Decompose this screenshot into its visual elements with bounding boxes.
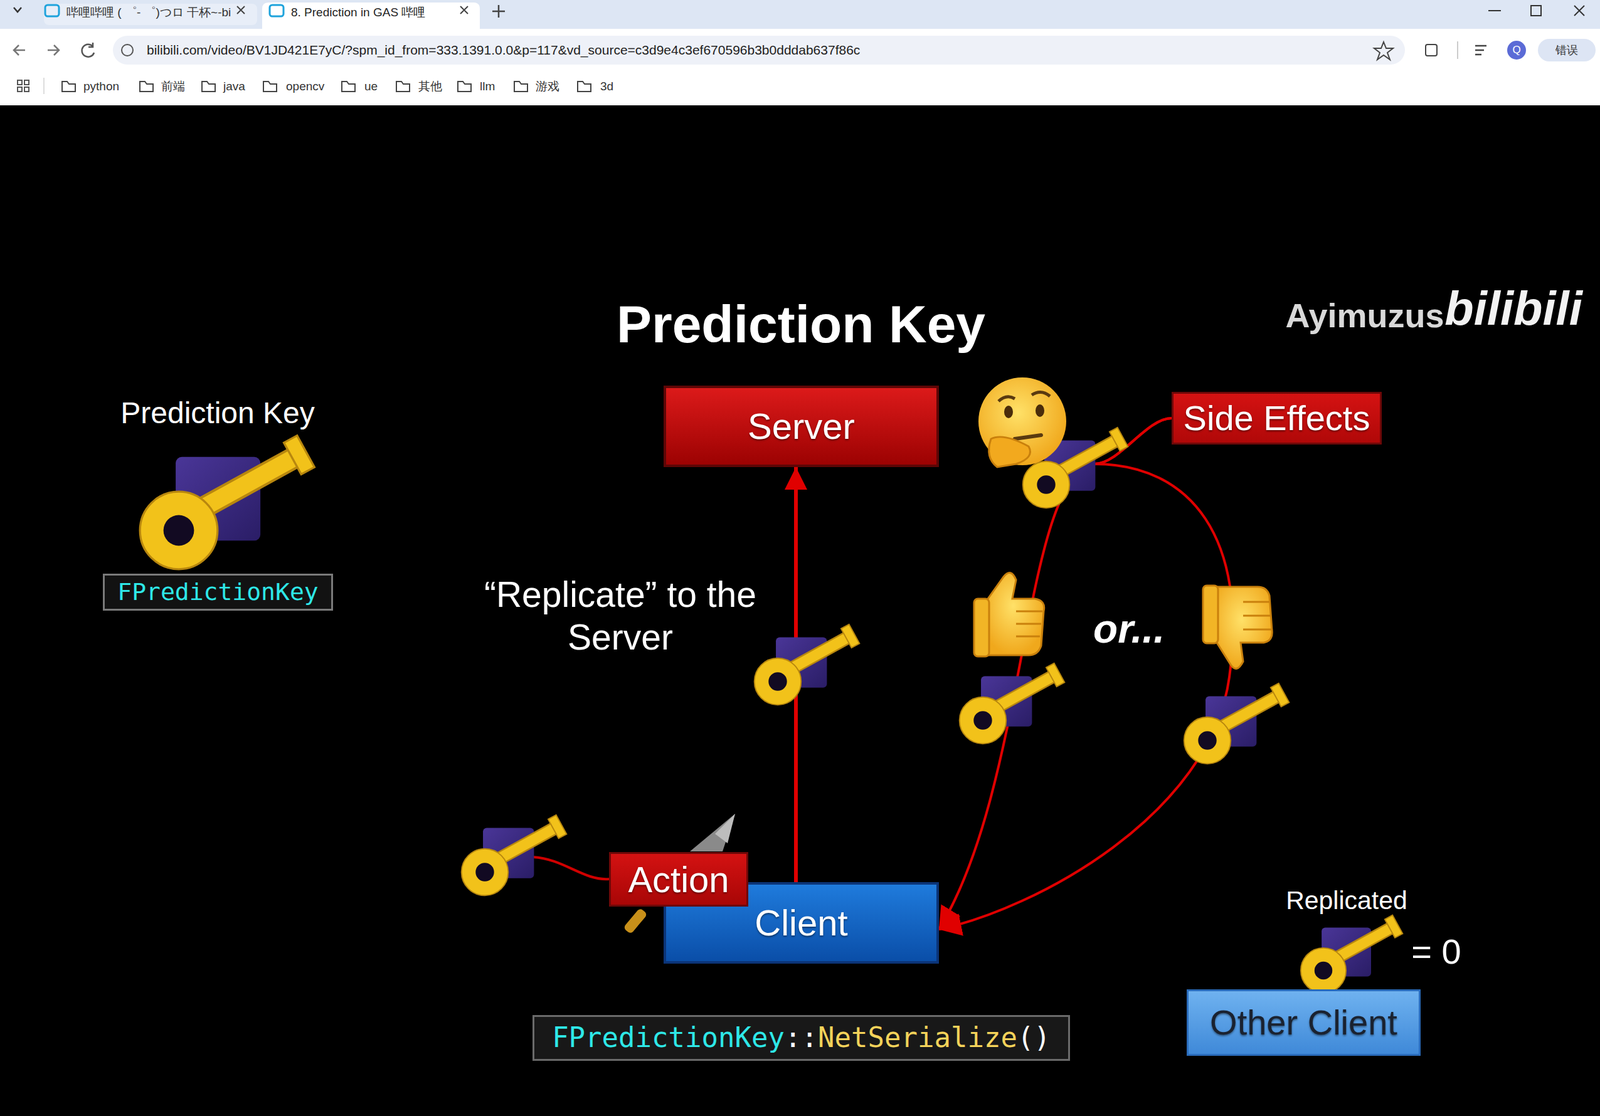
bookmark-folder: opencv (286, 79, 325, 94)
bookmark-folder: ue (364, 79, 378, 94)
tab-title: 哔哩哔哩 ( ゜- ゜)つロ 干杯~-bi (66, 5, 231, 20)
box-text: Side Effects (1183, 398, 1371, 438)
bookmark-folder: java (223, 79, 246, 94)
bookmark-folder: 前端 (161, 79, 186, 94)
key-caption: Prediction Key (120, 395, 315, 431)
bookmark-folder: 游戏 (535, 79, 560, 94)
value-text: = 0 (1411, 932, 1461, 973)
watermark: Ayimuzus (1285, 296, 1444, 335)
box-text: FPredictionKey::NetSerialize() (551, 1022, 1051, 1054)
watermark-logo: bilibili (1444, 280, 1583, 336)
bookmark-folder: llm (479, 79, 495, 94)
box-text: Action (627, 859, 729, 901)
tab-title: 8. Prediction in GAS 哔哩 (291, 5, 426, 20)
side-effects-box: Side Effects (1171, 392, 1382, 445)
address-url: bilibili.com/video/BV1JD421E7yC/?spm_id_… (146, 42, 860, 58)
red-connector (938, 418, 1172, 930)
server-box: Server (663, 385, 939, 468)
note-text: Replicated (1285, 886, 1408, 916)
bookmark-folder: python (83, 79, 120, 94)
box-text: Other Client (1209, 1003, 1398, 1043)
box-text: Server (747, 406, 855, 447)
action-box: Action (609, 852, 749, 907)
error-button: 错误 (1555, 43, 1579, 58)
code-box: FPredictionKey::NetSerialize() (532, 1015, 1071, 1062)
slide-title: Prediction Key (616, 294, 986, 355)
box-text: FPredictionKey (117, 579, 318, 606)
note-text: or... (1093, 606, 1165, 653)
bookmark-folder: 其他 (418, 79, 443, 94)
other-client-box: Other Client (1186, 989, 1421, 1057)
profile-initial: Q (1512, 43, 1521, 57)
box-text: Client (754, 903, 848, 944)
note-text: “Replicate” to the Server (469, 573, 771, 660)
code-box: FPredictionKey (102, 573, 334, 611)
red-connector (938, 418, 1234, 930)
bookmark-folder: 3d (600, 79, 614, 94)
